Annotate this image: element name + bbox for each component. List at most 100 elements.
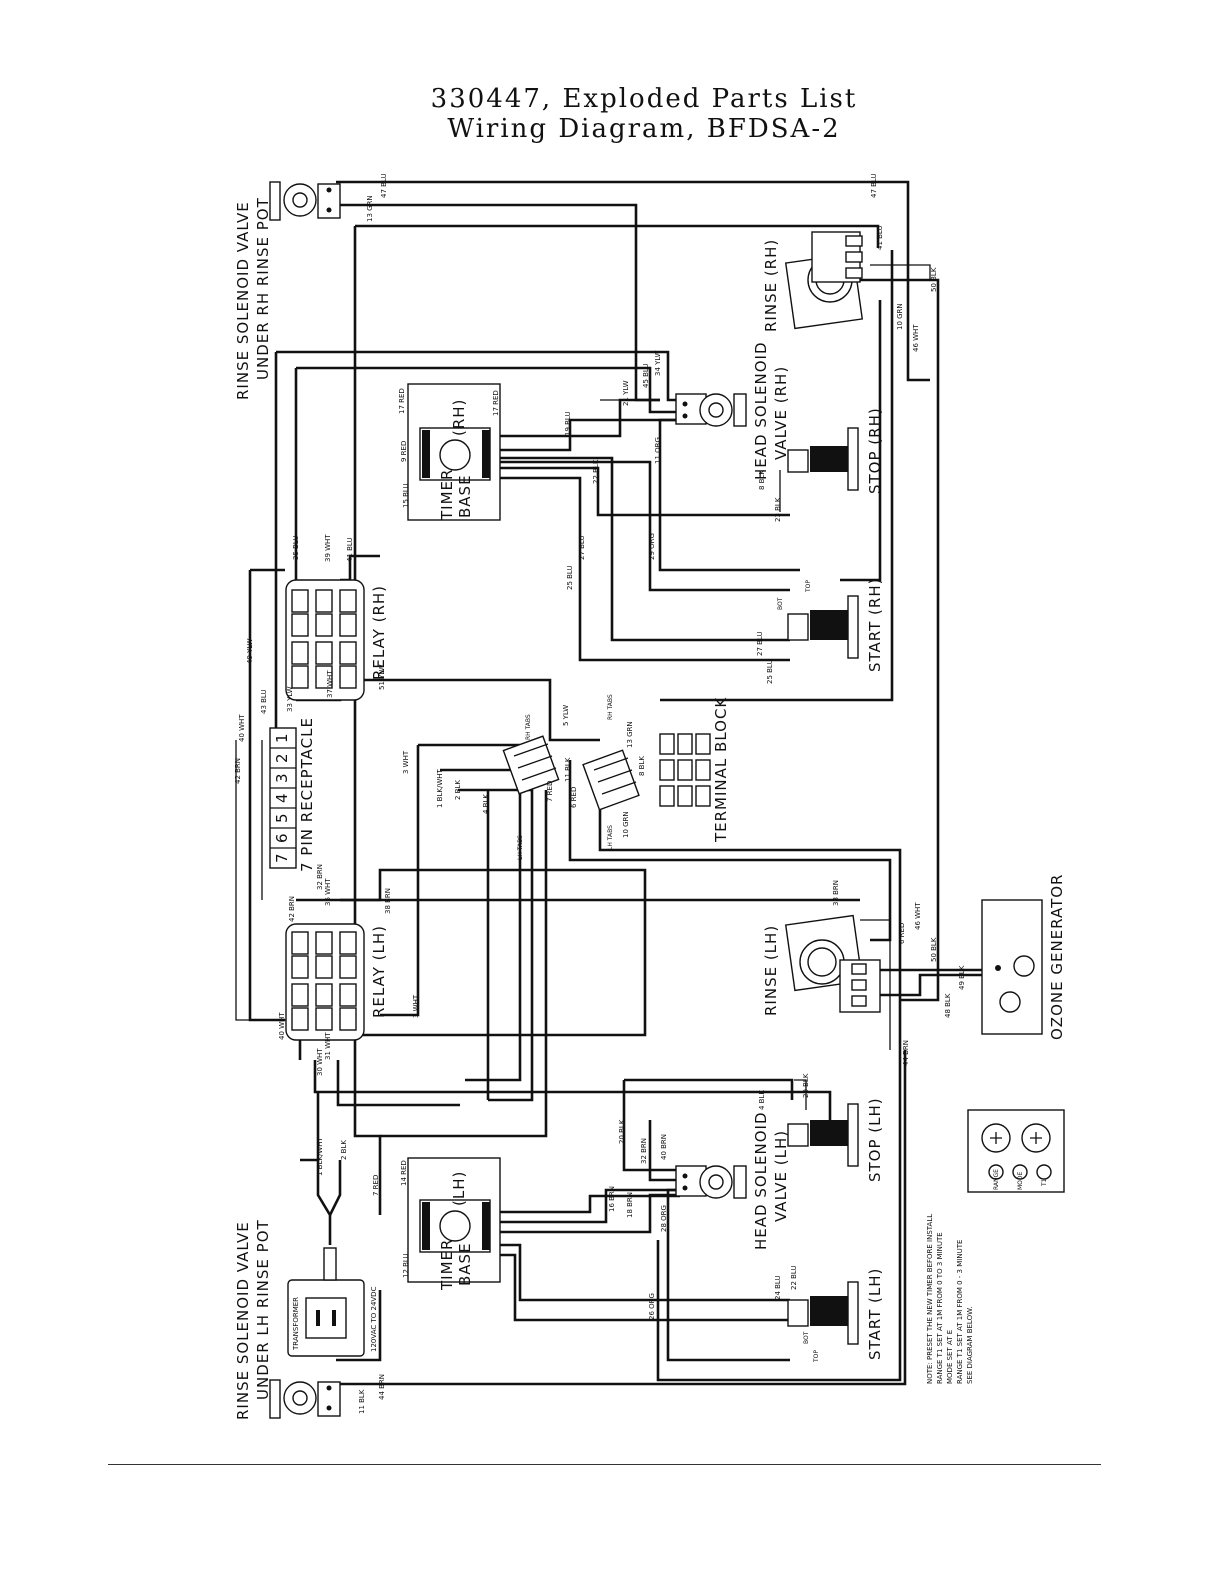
wire-label: 25 BLU <box>566 565 574 590</box>
wire-label: 35 BLU <box>292 535 300 560</box>
wire-label: 20 BLK <box>802 1073 810 1098</box>
label-timer-base-rh-1: TIMER <box>438 469 456 521</box>
wire-label: 1 BLK/WHT <box>436 768 444 808</box>
ozone-generator <box>981 899 1043 1035</box>
timer-base-lh <box>407 1157 501 1283</box>
wire-label: 31 WHT <box>324 1032 332 1060</box>
wire-transformer-lead <box>316 1160 332 1245</box>
wire-label: 27 BLU <box>578 535 586 560</box>
relay-lh <box>285 923 365 1041</box>
wire-label: 36 WHT <box>324 878 332 906</box>
wire-6-red <box>568 760 892 942</box>
receptacle-pin-3: 3 <box>273 772 291 783</box>
wire-label: 1 BLK/WHT <box>316 1136 324 1176</box>
wire-label: 43 BLU <box>260 689 268 714</box>
wire-label: 5 YLW <box>562 705 570 726</box>
wire-3-wht-b <box>380 745 420 1017</box>
wire-label: 46 WHT <box>912 324 920 352</box>
wire-label: 40 BRN <box>660 1134 668 1160</box>
wire-46-wht <box>660 250 894 702</box>
wire-label: 3 WHT <box>412 994 420 1018</box>
label-transformer: TRANSFORMER <box>292 1297 300 1351</box>
rh-tabs-connector <box>502 735 560 795</box>
wire-label: 37 WHT <box>326 670 334 698</box>
wire-28-org <box>500 1193 680 1234</box>
component-labels: RINSE SOLENOID VALVE UNDER RH RINSE POT … <box>234 197 1066 1420</box>
wire-24-blu <box>500 1253 790 1322</box>
wire-label: 16 BRN <box>608 1186 616 1212</box>
label-stop-rh: STOP (RH) <box>866 407 884 494</box>
wire-label: 9 RED <box>400 441 408 462</box>
label-ozone-generator: OZONE GENERATOR <box>1048 874 1066 1040</box>
wire-45-blu <box>296 366 680 414</box>
wire-label: 32 BRN <box>316 864 324 890</box>
wire-label: 24 BLU <box>774 1275 782 1300</box>
wire-label: 11 BLK <box>358 1389 366 1414</box>
wire-label: 39 WHT <box>324 534 332 562</box>
receptacle-pin-7: 7 <box>273 852 291 863</box>
wire-label: BOT <box>803 1331 810 1344</box>
wire-48-blk <box>870 973 998 997</box>
wire-13-grn <box>336 203 660 402</box>
label-terminal-block: TERMINAL BLOCK <box>712 697 730 843</box>
receptacle-pin-4: 4 <box>273 792 291 803</box>
wire-label: 18 BRN <box>626 1192 634 1218</box>
wire-label: 19 BLU <box>564 411 572 436</box>
document-title-line1: 330447, Exploded Parts List <box>430 84 858 114</box>
wire-label: 2 BLK <box>454 780 462 800</box>
label-lh-tabs-2: LH TABS <box>607 825 614 850</box>
stop-button-lh <box>787 1103 859 1167</box>
wire-label: 22 BLK <box>592 459 600 484</box>
wire-label: 8 BLK <box>638 756 646 776</box>
wire-22-blk <box>500 466 790 517</box>
wire-label: 7 RED <box>546 781 554 802</box>
label-rinse-rh: RINSE (RH) <box>762 239 780 332</box>
wire-label: 49 BLK <box>958 965 966 990</box>
wire-label: TOP <box>813 1350 820 1363</box>
wire-label: 47 BLU <box>380 173 388 198</box>
receptacle-pin-5: 5 <box>273 812 291 823</box>
label-pin-receptacle: 7 PIN RECEPTACLE <box>298 717 316 872</box>
receptacle-pin-6: 6 <box>273 832 291 843</box>
wire-36-wht <box>336 1060 460 1107</box>
wire-10-grn <box>840 300 882 582</box>
wire-label: 10 GRN <box>622 811 630 838</box>
wire-30-wht <box>313 1060 832 1120</box>
wire-25-blu <box>500 476 790 662</box>
dial-label-t1: T1 <box>1041 1178 1048 1187</box>
rinse-pot-lh <box>784 914 881 1013</box>
wire-label: 20 BLK <box>618 1119 626 1144</box>
thin-wire-stop-lh <box>794 1079 807 1110</box>
wire-20-blk-b <box>622 1080 680 1172</box>
wire-label: 44 BRN <box>902 1040 910 1066</box>
wire-29-org-b <box>648 488 790 592</box>
dial-label-mode: MODE <box>1017 1171 1024 1190</box>
wire-label: 42 BRN <box>234 758 242 784</box>
timer-base-rh <box>407 383 501 521</box>
label-rinse-lh: RINSE (LH) <box>762 925 780 1016</box>
wire-label: 50 BLK <box>930 267 938 292</box>
wire-label: 50 BLK <box>930 937 938 962</box>
thin-wires <box>235 264 931 1110</box>
stop-button-rh <box>787 427 859 491</box>
wire-label: 2 BLK <box>340 1140 348 1160</box>
wire-label: 6 RED <box>570 787 578 808</box>
wire-label: 49 YLW <box>246 638 254 664</box>
label-rinse-valve-rh-2: UNDER RH RINSE POT <box>254 197 272 380</box>
wire-label: TOP <box>805 580 812 593</box>
wire-label: 4 BLK <box>758 1090 766 1110</box>
wire-label: 48 BLK <box>944 993 952 1018</box>
wire-label: BOT <box>777 597 784 610</box>
wire-label: 28 ORG <box>660 1205 668 1232</box>
label-start-rh: START (RH) <box>866 578 884 672</box>
wire-number-labels: 47 BLU 13 GRN 47 BLU 41 BLU 50 BLK 10 GR… <box>234 173 966 1414</box>
wire-label: 11 BLK <box>564 757 572 782</box>
wire-label: 29 ORG <box>648 533 656 560</box>
rinse-pot-rh <box>784 231 864 330</box>
label-rh-tabs-1: RH TABS <box>525 714 532 740</box>
note-line-5: SEE DIAGRAM BELOW. <box>966 1307 974 1384</box>
dial-label-range: RANGE <box>993 1169 1000 1190</box>
label-relay-lh: RELAY (LH) <box>370 925 388 1018</box>
label-stop-lh: STOP (LH) <box>866 1097 884 1182</box>
